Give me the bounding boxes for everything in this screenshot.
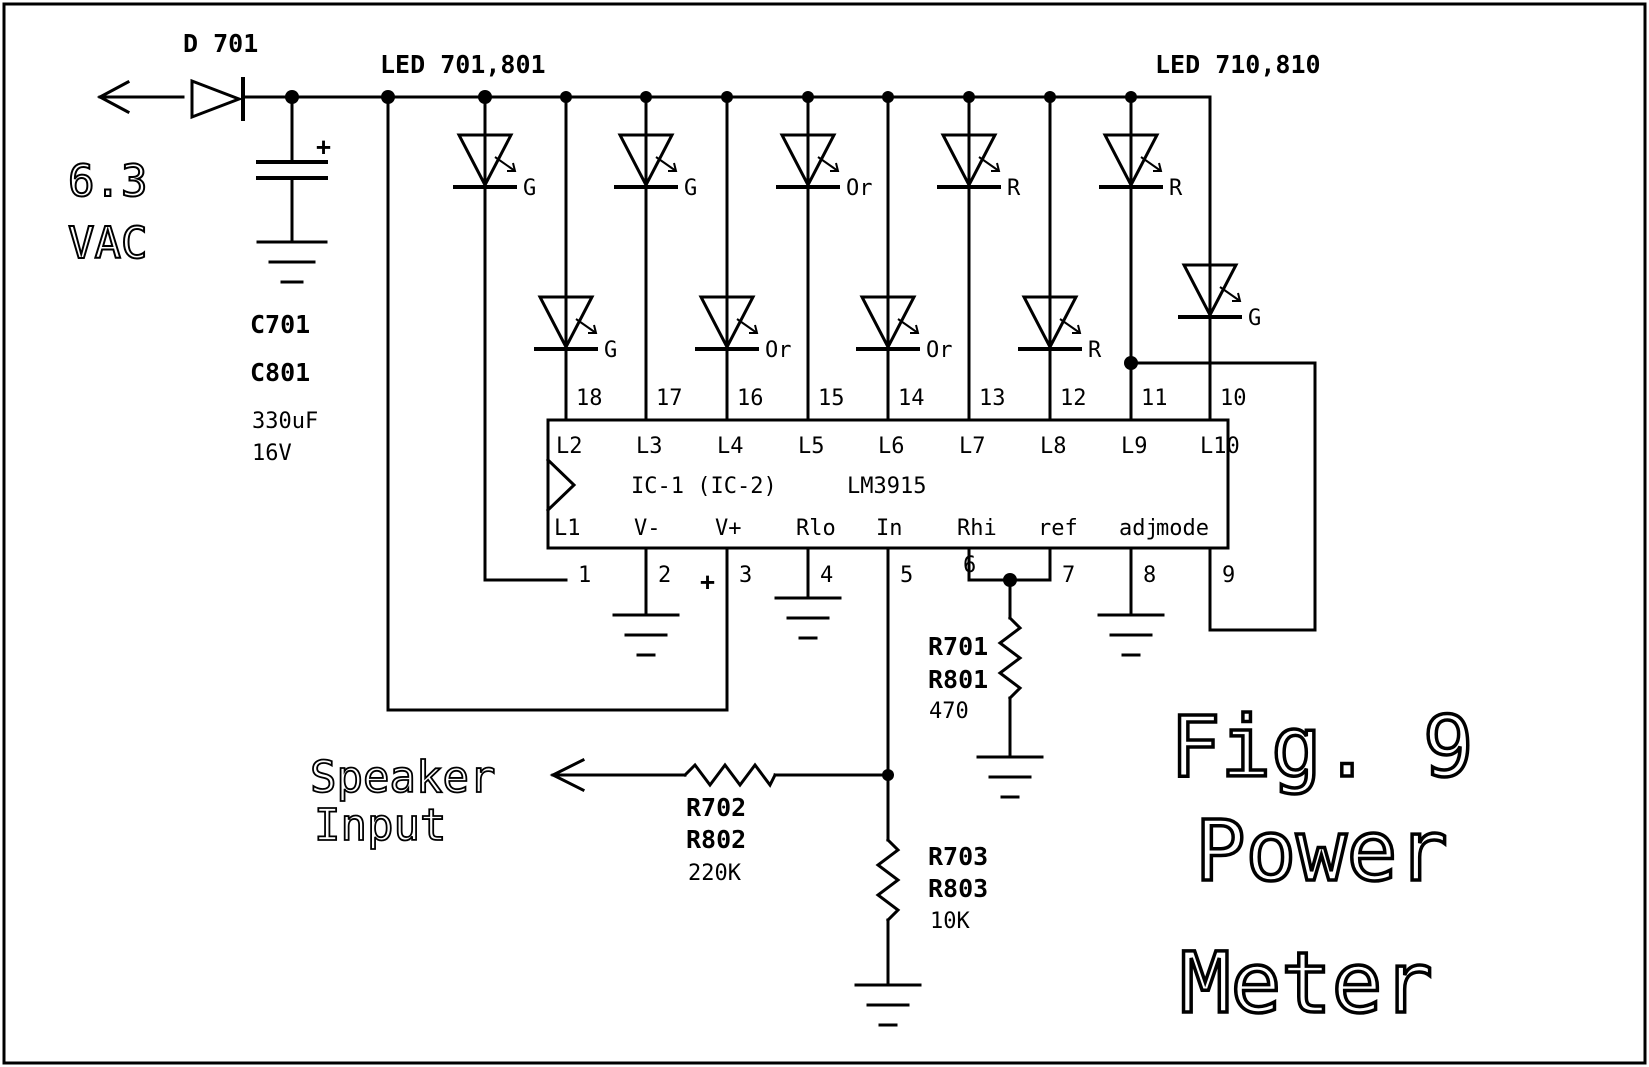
junction-dot bbox=[285, 90, 299, 104]
led-symbol: Or bbox=[776, 133, 873, 201]
capacitor-voltage: 16V bbox=[252, 441, 292, 466]
ic-pin-number: 12 bbox=[1060, 386, 1087, 411]
ic-pin-number: 18 bbox=[576, 386, 603, 411]
vplus-marker: + bbox=[700, 567, 715, 596]
ic-pin-name: mode bbox=[1156, 516, 1209, 541]
led-symbol: Or bbox=[856, 295, 953, 363]
ic-pin-name: ref bbox=[1038, 516, 1078, 541]
ic-pin-name: adj bbox=[1119, 516, 1159, 541]
ic-bottom-wiring bbox=[386, 95, 1165, 777]
supply-unit: VAC bbox=[68, 218, 147, 269]
led-symbol: G bbox=[614, 133, 697, 201]
ic-pin-number: 3 bbox=[739, 563, 752, 588]
led-symbol: R bbox=[937, 133, 1021, 201]
ic-pin-name: Rhi bbox=[957, 516, 997, 541]
ic-pin-name: L2 bbox=[556, 434, 583, 459]
r701-value: 470 bbox=[929, 699, 969, 724]
ic-pin-name: L8 bbox=[1040, 434, 1067, 459]
ic-pin-number: 7 bbox=[1062, 563, 1075, 588]
r702-value: 220K bbox=[688, 861, 742, 886]
diode-label: D 701 bbox=[183, 29, 258, 58]
led-color-label: G bbox=[1248, 306, 1261, 331]
junction-dot bbox=[1124, 356, 1138, 370]
ground-symbol-cap bbox=[256, 240, 328, 284]
ic-pin-name: L4 bbox=[717, 434, 744, 459]
ic-pin-name: V- bbox=[634, 516, 661, 541]
r701-ref2: R801 bbox=[928, 665, 988, 694]
resistor-r702 bbox=[682, 762, 890, 788]
capacitor-ref2: C801 bbox=[250, 358, 310, 387]
led-color-label: Or bbox=[765, 338, 792, 363]
led-color-label: Or bbox=[926, 338, 953, 363]
capacitor-polarity: + bbox=[316, 132, 331, 161]
led-color-label: G bbox=[604, 338, 617, 363]
ic-name: IC-1 (IC-2) bbox=[631, 474, 777, 499]
led-color-label: R bbox=[1088, 338, 1102, 363]
capacitor-value: 330uF bbox=[252, 409, 318, 434]
led-symbol: G bbox=[1178, 263, 1261, 331]
ic-pin-number: 11 bbox=[1141, 386, 1168, 411]
speaker-input-line1: Speaker bbox=[310, 752, 495, 803]
ic-pin-number: 13 bbox=[979, 386, 1006, 411]
speaker-input-line2: Input bbox=[314, 800, 446, 851]
ic-pin-name: L5 bbox=[798, 434, 825, 459]
led-wiring bbox=[483, 95, 1317, 632]
led-symbol: R bbox=[1018, 295, 1102, 363]
ic-pin-name: L3 bbox=[636, 434, 663, 459]
led-color-label: G bbox=[523, 176, 536, 201]
r703-ref2: R803 bbox=[928, 874, 988, 903]
ic-pin-number: 14 bbox=[898, 386, 925, 411]
r703-value: 10K bbox=[930, 909, 970, 934]
r701-ref1: R701 bbox=[928, 632, 988, 661]
ic-pin-name: In bbox=[876, 516, 903, 541]
led-color-label: G bbox=[684, 176, 697, 201]
ic-pin-number: 2 bbox=[658, 563, 671, 588]
ic-pin-name: L10 bbox=[1200, 434, 1240, 459]
led-color-label: Or bbox=[846, 176, 873, 201]
ic-pin-number: 17 bbox=[656, 386, 683, 411]
diode-d701 bbox=[190, 77, 1212, 121]
supply-voltage: 6.3 bbox=[68, 156, 147, 207]
r702-ref1: R702 bbox=[686, 793, 746, 822]
capacitor-c701 bbox=[256, 95, 328, 244]
led-symbol: G bbox=[534, 295, 617, 363]
ic-pin-number: 15 bbox=[818, 386, 845, 411]
ic-pin-name: V+ bbox=[715, 516, 742, 541]
resistor-r701 bbox=[976, 578, 1044, 799]
led-symbol: Or bbox=[695, 295, 792, 363]
ic-pin-number: 8 bbox=[1143, 563, 1156, 588]
r702-ref2: R802 bbox=[686, 825, 746, 854]
ic-pin-name: Rlo bbox=[796, 516, 836, 541]
speaker-input-arrow bbox=[549, 757, 687, 793]
r703-ref1: R703 bbox=[928, 842, 988, 871]
resistor-r703 bbox=[854, 773, 922, 1027]
ic-pin-name: L9 bbox=[1121, 434, 1148, 459]
led-color-label: R bbox=[1169, 176, 1183, 201]
led-symbol: G bbox=[453, 133, 536, 201]
ic-pin-number: 9 bbox=[1222, 563, 1235, 588]
led-symbol: R bbox=[1099, 133, 1183, 201]
figure-title-line2: Meter bbox=[1180, 934, 1433, 1032]
led-color-label: R bbox=[1007, 176, 1021, 201]
led-range-last: LED 710,810 bbox=[1155, 50, 1321, 79]
figure-label: Fig. 9 bbox=[1170, 698, 1473, 796]
ic-pin-name: L6 bbox=[878, 434, 905, 459]
figure-title-line1: Power bbox=[1195, 802, 1448, 900]
ic-pin-number: 10 bbox=[1220, 386, 1247, 411]
ic-pin-number: 4 bbox=[820, 563, 833, 588]
ic-pin-labels: 18L217L316L415L514L613L712L811L910L10L11… bbox=[554, 386, 1247, 588]
ic-part: LM3915 bbox=[847, 474, 926, 499]
ic-pin-number: 1 bbox=[578, 563, 591, 588]
ic-pin-number: 16 bbox=[737, 386, 764, 411]
capacitor-ref1: C701 bbox=[250, 310, 310, 339]
ac-input-arrow bbox=[96, 79, 185, 115]
ic-pin-number: 5 bbox=[900, 563, 913, 588]
ic-pin-name: L7 bbox=[959, 434, 986, 459]
ic-pin-name: L1 bbox=[554, 516, 581, 541]
led-range-first: LED 701,801 bbox=[380, 50, 546, 79]
